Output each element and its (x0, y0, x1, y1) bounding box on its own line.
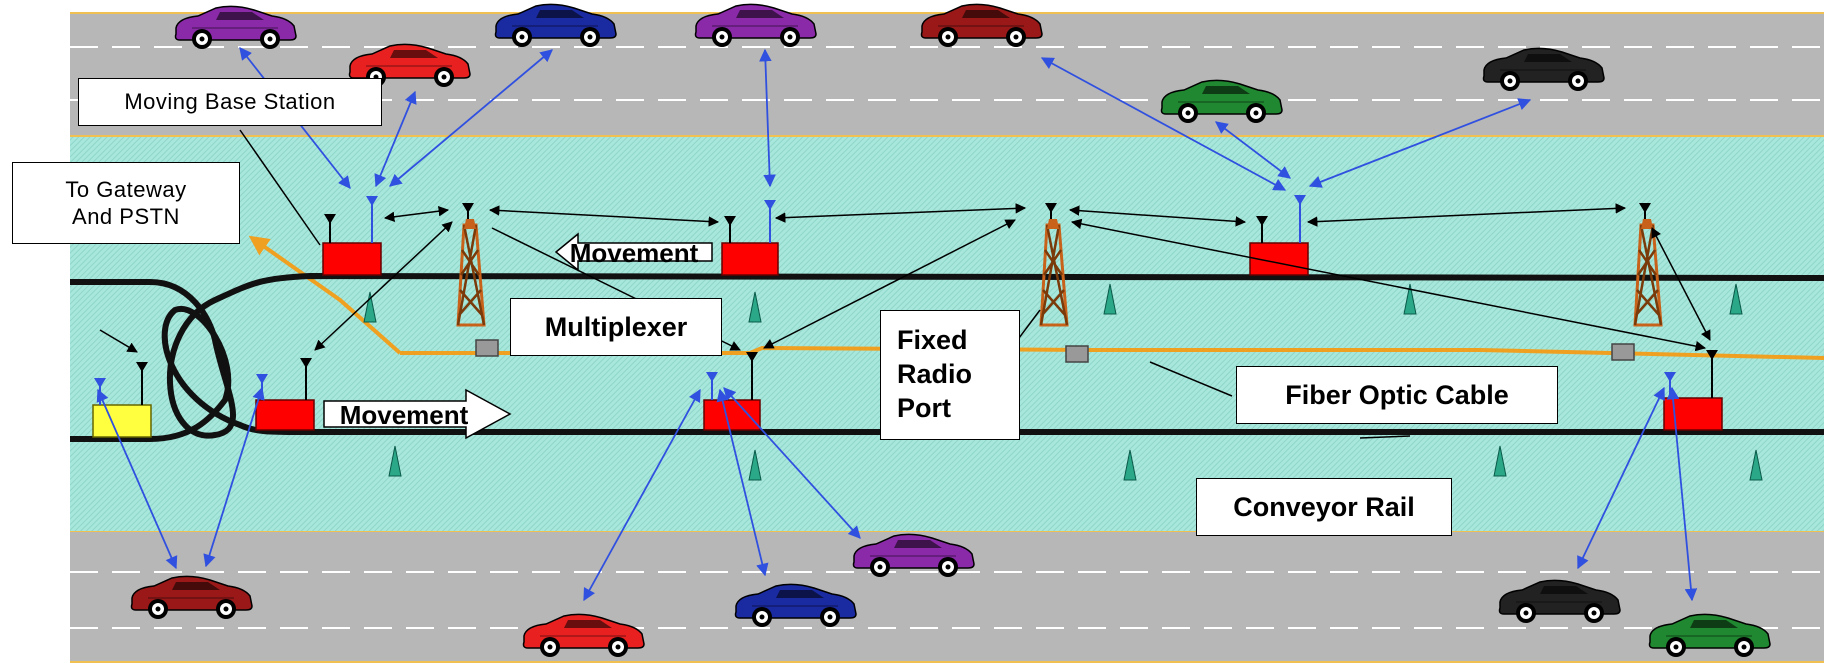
radio-links (96, 47, 1698, 602)
label-multiplexer: Multiplexer (510, 298, 722, 356)
label-fixed-radio-port: Fixed Radio Port (880, 310, 1020, 440)
movement-bottom-text: Movement (340, 400, 469, 430)
multiplexer-boxes (475, 339, 1635, 363)
movement-arrow-left (554, 232, 713, 272)
base-station-4 (255, 358, 315, 431)
label-fiber-optic-cable: Fiber Optic Cable (1236, 366, 1558, 424)
label-conveyor-rail: Conveyor Rail (1196, 478, 1452, 536)
movement-arrow-right (323, 388, 512, 440)
label-gateway: To Gateway And PSTN (12, 162, 240, 244)
movement-top-text: Movement (570, 238, 699, 268)
label-moving-base-station: Moving Base Station (78, 78, 382, 126)
